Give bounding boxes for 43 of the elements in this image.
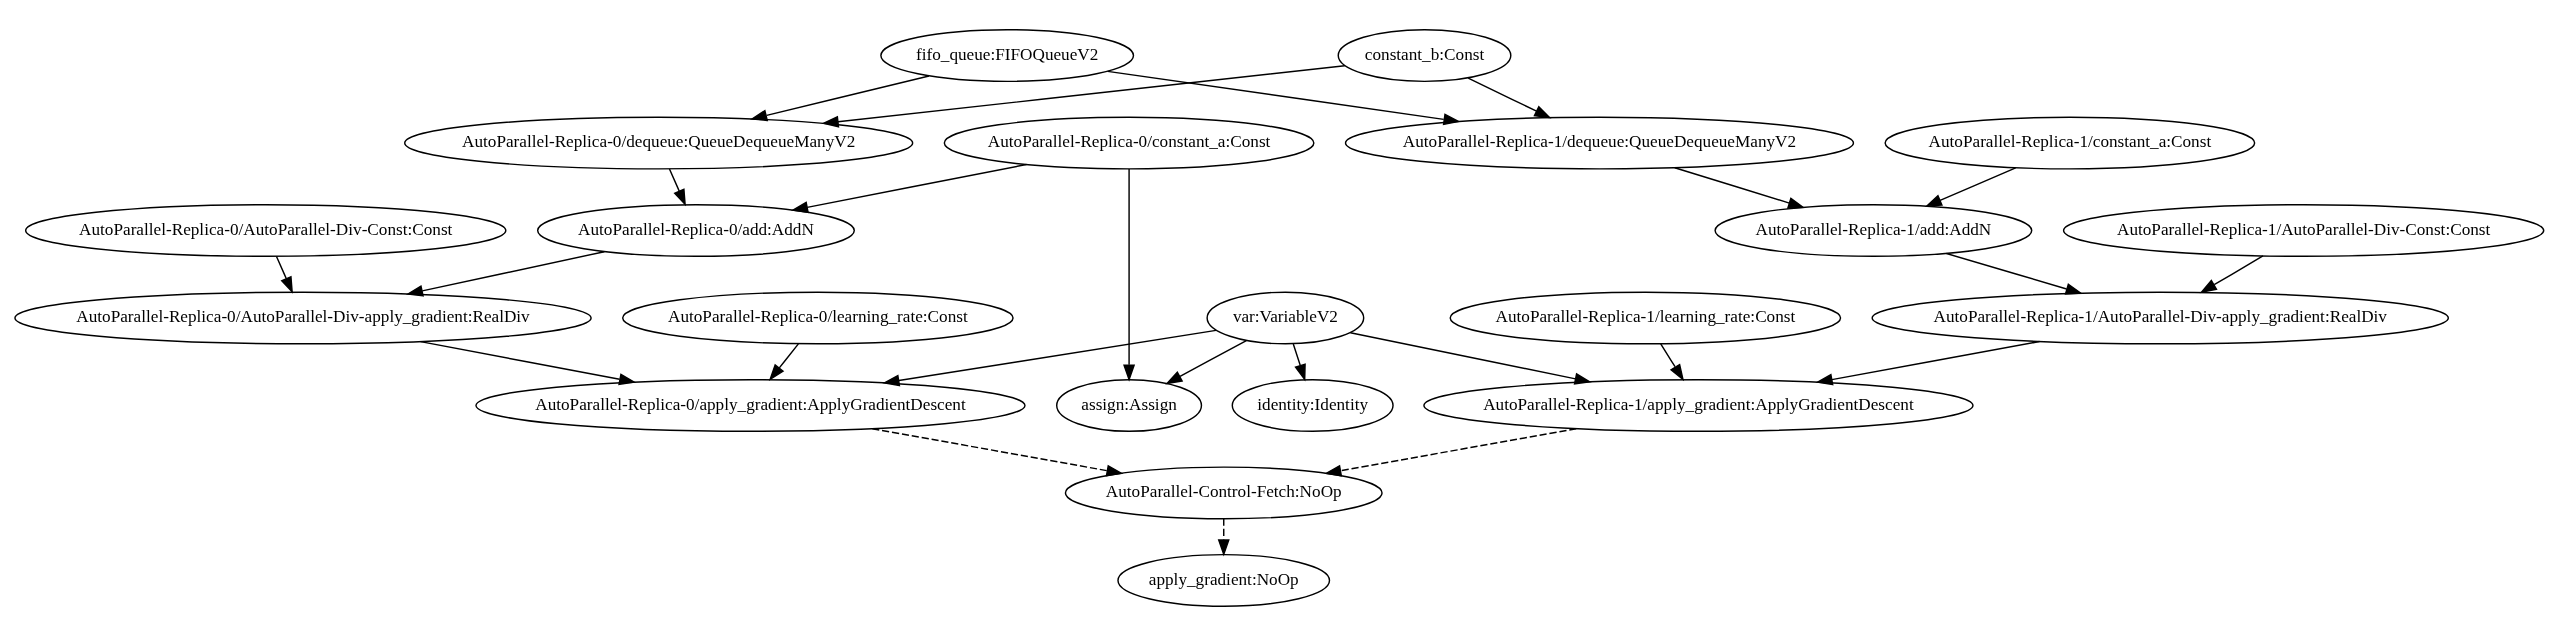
arrow: [419, 340, 637, 385]
node-ellipse: apply_gradient:NoOp: [1117, 553, 1331, 607]
node-ellipse: AutoParallel-Replica-1/learning_rate:Const: [1449, 290, 1842, 345]
arrow: [750, 74, 930, 121]
arrow: [790, 163, 1028, 213]
arrow: [1165, 339, 1248, 384]
arrow: [871, 427, 1124, 477]
node-ellipse: AutoParallel-Replica-1/AutoParallel-Div-apply_gradient:RealDiv: [1871, 290, 2449, 345]
node-ellipse: fifo_queue:FIFOQueueV2: [880, 28, 1135, 82]
node-ellipse: AutoParallel-Replica-1/add:AddN: [1714, 203, 2033, 257]
node-ellipse: AutoParallel-Replica-0/AutoParallel-Div-apply_gradient:RealDiv: [14, 290, 592, 345]
node-ellipse: AutoParallel-Replica-0/AutoParallel-Div-Const:Const: [24, 203, 507, 257]
arrow: [405, 250, 606, 297]
arrow: [1660, 342, 1685, 381]
arrow: [1217, 517, 1230, 556]
arrow: [275, 255, 293, 294]
arrow: [1815, 340, 2041, 385]
node-ellipse: AutoParallel-Replica-0/learning_rate:Const: [622, 290, 1014, 345]
arrow: [1349, 331, 1592, 385]
node-ellipse: AutoParallel-Replica-1/dequeue:QueueDequeueManyV2: [1344, 116, 1855, 170]
node-ellipse: AutoParallel-Replica-0/add:AddN: [536, 203, 855, 257]
node-ellipse: AutoParallel-Replica-0/apply_gradient:ApplyGradientDescent: [475, 378, 1026, 432]
node-ellipse: assign:Assign: [1056, 378, 1203, 432]
arrow: [1674, 166, 1806, 209]
arrow: [1924, 166, 2017, 207]
node-ellipse: constant_b:Const: [1337, 28, 1512, 82]
arrow: [821, 64, 1346, 128]
arrow: [1324, 427, 1577, 477]
node-ellipse: identity:Identity: [1231, 378, 1394, 432]
arrow: [1106, 70, 1461, 125]
arrow: [768, 342, 800, 381]
arrow: [1467, 76, 1552, 118]
arrow: [2199, 254, 2264, 293]
node-ellipse: AutoParallel-Replica-1/constant_a:Const: [1884, 116, 2256, 170]
node-ellipse: AutoParallel-Replica-1/AutoParallel-Div-Const:Const: [2062, 203, 2545, 257]
arrow: [668, 167, 686, 206]
arrow: [1945, 252, 2083, 295]
arrow: [1123, 167, 1136, 382]
node-ellipse: AutoParallel-Replica-0/constant_a:Const: [943, 116, 1315, 170]
node-ellipse: AutoParallel-Replica-1/apply_gradient:ApplyGradientDescent: [1423, 378, 1974, 432]
arrow: [882, 329, 1217, 386]
node-ellipse: var:VariableV2: [1206, 290, 1365, 345]
arrow: [1292, 342, 1306, 381]
